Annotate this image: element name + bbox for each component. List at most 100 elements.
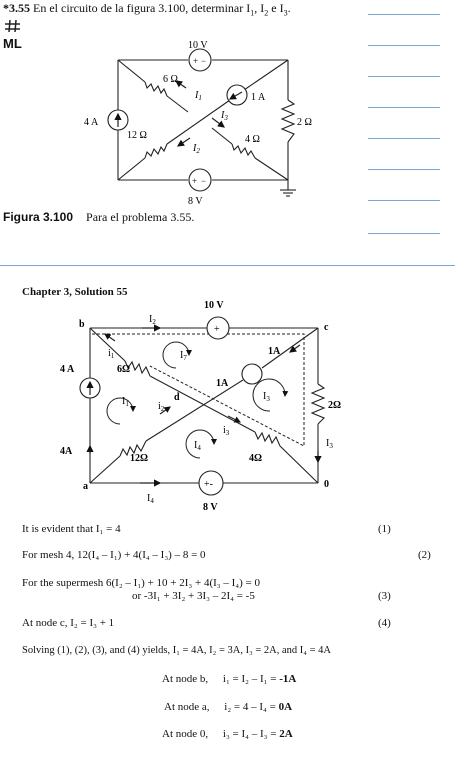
resistor-12ohm	[144, 143, 168, 159]
label-10v: 10 V	[188, 40, 208, 51]
eq-line-5: At node c, I₂ = I₃ + 1 (4)	[22, 617, 402, 629]
node-eq: i₂ = 4 – I₄ =	[224, 701, 279, 713]
node-value: -1A	[279, 673, 297, 685]
node-label: At node 0,	[162, 728, 209, 740]
label-i3: I3	[220, 110, 228, 122]
label-1a: 1 A	[251, 92, 266, 103]
ml-text: ML	[3, 36, 22, 51]
answer-line	[368, 76, 440, 77]
figure-caption-text: Para el problema 3.55.	[86, 210, 195, 224]
eq-line-4: or -3I₁ + 3I₂ + 3I₃ – 2I₄ = -5 (3)	[132, 590, 392, 602]
label-1a-top: 1A	[268, 346, 281, 357]
eq-text: For the supermesh 6(I₂ – I₁) + 10 + 2I₃ …	[22, 577, 260, 589]
label-i2: I2	[192, 143, 200, 155]
plus-sign: +	[192, 176, 197, 186]
ml-badge: ML	[3, 19, 29, 51]
eq-line-1: It is evident that I₁ = 4 (1)	[22, 523, 402, 535]
label-I2: I2	[149, 314, 156, 326]
resistor-6ohm	[124, 360, 151, 377]
mesh-label-I7: I7	[180, 350, 187, 362]
node-eq: i₃ = I₄ – I₃ =	[222, 728, 280, 740]
sub-2: 2	[264, 8, 269, 18]
node-c: c	[324, 322, 329, 333]
label-i3: i3	[223, 425, 230, 437]
answer-line	[368, 233, 440, 234]
mesh-label-I3: I3	[263, 391, 270, 403]
eq-number: (1)	[378, 523, 391, 535]
label-4a: 4 A	[84, 117, 99, 128]
mesh-loop-3	[252, 378, 289, 412]
current-source-1a	[241, 363, 263, 385]
node-0: 0	[324, 479, 329, 490]
label-i1: i1	[108, 348, 115, 360]
label-2ohm: 2 Ω	[297, 117, 312, 128]
voltage-source-10v	[206, 316, 230, 340]
label-4a-top: 4 A	[60, 364, 75, 375]
resistor-12ohm	[119, 440, 147, 457]
mesh-loop-7	[162, 341, 192, 369]
label-I3-right: I3	[326, 438, 333, 450]
plus-minus-sign: +-	[204, 479, 213, 490]
label-8v: 8 V	[203, 502, 218, 511]
plus-sign: +	[193, 56, 198, 66]
section-separator	[0, 265, 455, 266]
circuit-figure-3-100: + − + − 10 V 8 V 6 Ω 12 Ω 4 Ω 2 Ω 4 A 1 …	[84, 40, 312, 207]
resistor-4ohm	[254, 431, 281, 447]
answer-line	[368, 169, 440, 170]
node-value: 0A	[278, 701, 293, 713]
eq-number: (4)	[378, 617, 391, 629]
statement-text: En el circuito de la figura 3.100, deter…	[33, 1, 251, 15]
answer-line	[368, 14, 440, 15]
problem-statement: *3.55 En el circuito de la figura 3.100,…	[3, 1, 291, 17]
resistor-4ohm	[231, 143, 256, 159]
answer-line	[368, 200, 440, 201]
answer-line	[368, 138, 440, 139]
label-10v: 10 V	[204, 300, 224, 311]
eq-line-6: Solving (1), (2), (3), and (4) yields, I…	[22, 645, 442, 656]
solution-circuit-figure: + +- 10 V 8 V b c a 0 d 4 A 4A 1A 1A 6Ω …	[60, 300, 341, 511]
sub-3: 3	[283, 8, 288, 18]
node-value: 2A	[279, 728, 293, 740]
minus-sign: −	[201, 176, 206, 186]
voltage-source-8v	[188, 168, 212, 192]
node-a: a	[83, 481, 88, 492]
label-12ohm: 12Ω	[130, 453, 148, 464]
mesh-loop-1	[106, 397, 136, 425]
label-6ohm: 6 Ω	[163, 74, 178, 85]
resistor-6ohm	[144, 81, 168, 97]
voltage-source-8v	[198, 470, 224, 496]
label-I4-bottom: I4	[147, 493, 154, 505]
answer-line	[368, 45, 440, 46]
node-result-0: At node 0, i₃ = I₄ – I₃ = 2A	[162, 728, 293, 740]
problem-number: *3.55	[3, 1, 30, 15]
resistor-2ohm	[310, 383, 326, 425]
solution-title: Chapter 3, Solution 55	[22, 286, 128, 298]
node-b: b	[79, 319, 85, 330]
eq-number: (3)	[378, 590, 391, 602]
label-i2: i2	[158, 401, 165, 413]
label-6ohm: 6Ω	[117, 364, 130, 375]
node-label: At node a,	[164, 701, 210, 713]
hash-icon	[5, 19, 20, 33]
label-8v: 8 V	[188, 196, 203, 207]
answer-line	[368, 107, 440, 108]
label-4ohm: 4 Ω	[245, 134, 260, 145]
eq-text: or -3I₁ + 3I₂ + 3I₃ – 2I₄ = -5	[132, 590, 255, 602]
voltage-source-10v	[188, 48, 212, 72]
mesh-label-I1: I1	[122, 396, 129, 408]
eq-text: Solving (1), (2), (3), and (4) yields, I…	[22, 645, 331, 656]
label-i1: I1	[194, 90, 202, 102]
eq-text: At node c, I₂ = I₃ + 1	[22, 617, 115, 629]
label-4a-bottom: 4A	[60, 446, 73, 457]
eq-text: For mesh 4, 12(I₄ – I₁) + 4(I₄ – I₃) – 8…	[22, 549, 206, 561]
eq-text: It is evident that I₁ = 4	[22, 523, 121, 535]
node-result-b: At node b, i₁ = I₂ – I₁ = -1A	[162, 673, 296, 685]
plus-sign: +	[214, 324, 220, 335]
eq-line-3: For the supermesh 6(I₂ – I₁) + 10 + 2I₃ …	[22, 577, 442, 589]
label-12ohm: 12 Ω	[127, 130, 147, 141]
supermesh-dashed-path	[92, 333, 305, 447]
statement-rest2: e I	[268, 1, 284, 15]
node-d: d	[174, 392, 180, 403]
node-eq: i₁ = I₂ – I₁ =	[222, 673, 280, 685]
label-4ohm: 4Ω	[249, 453, 262, 464]
